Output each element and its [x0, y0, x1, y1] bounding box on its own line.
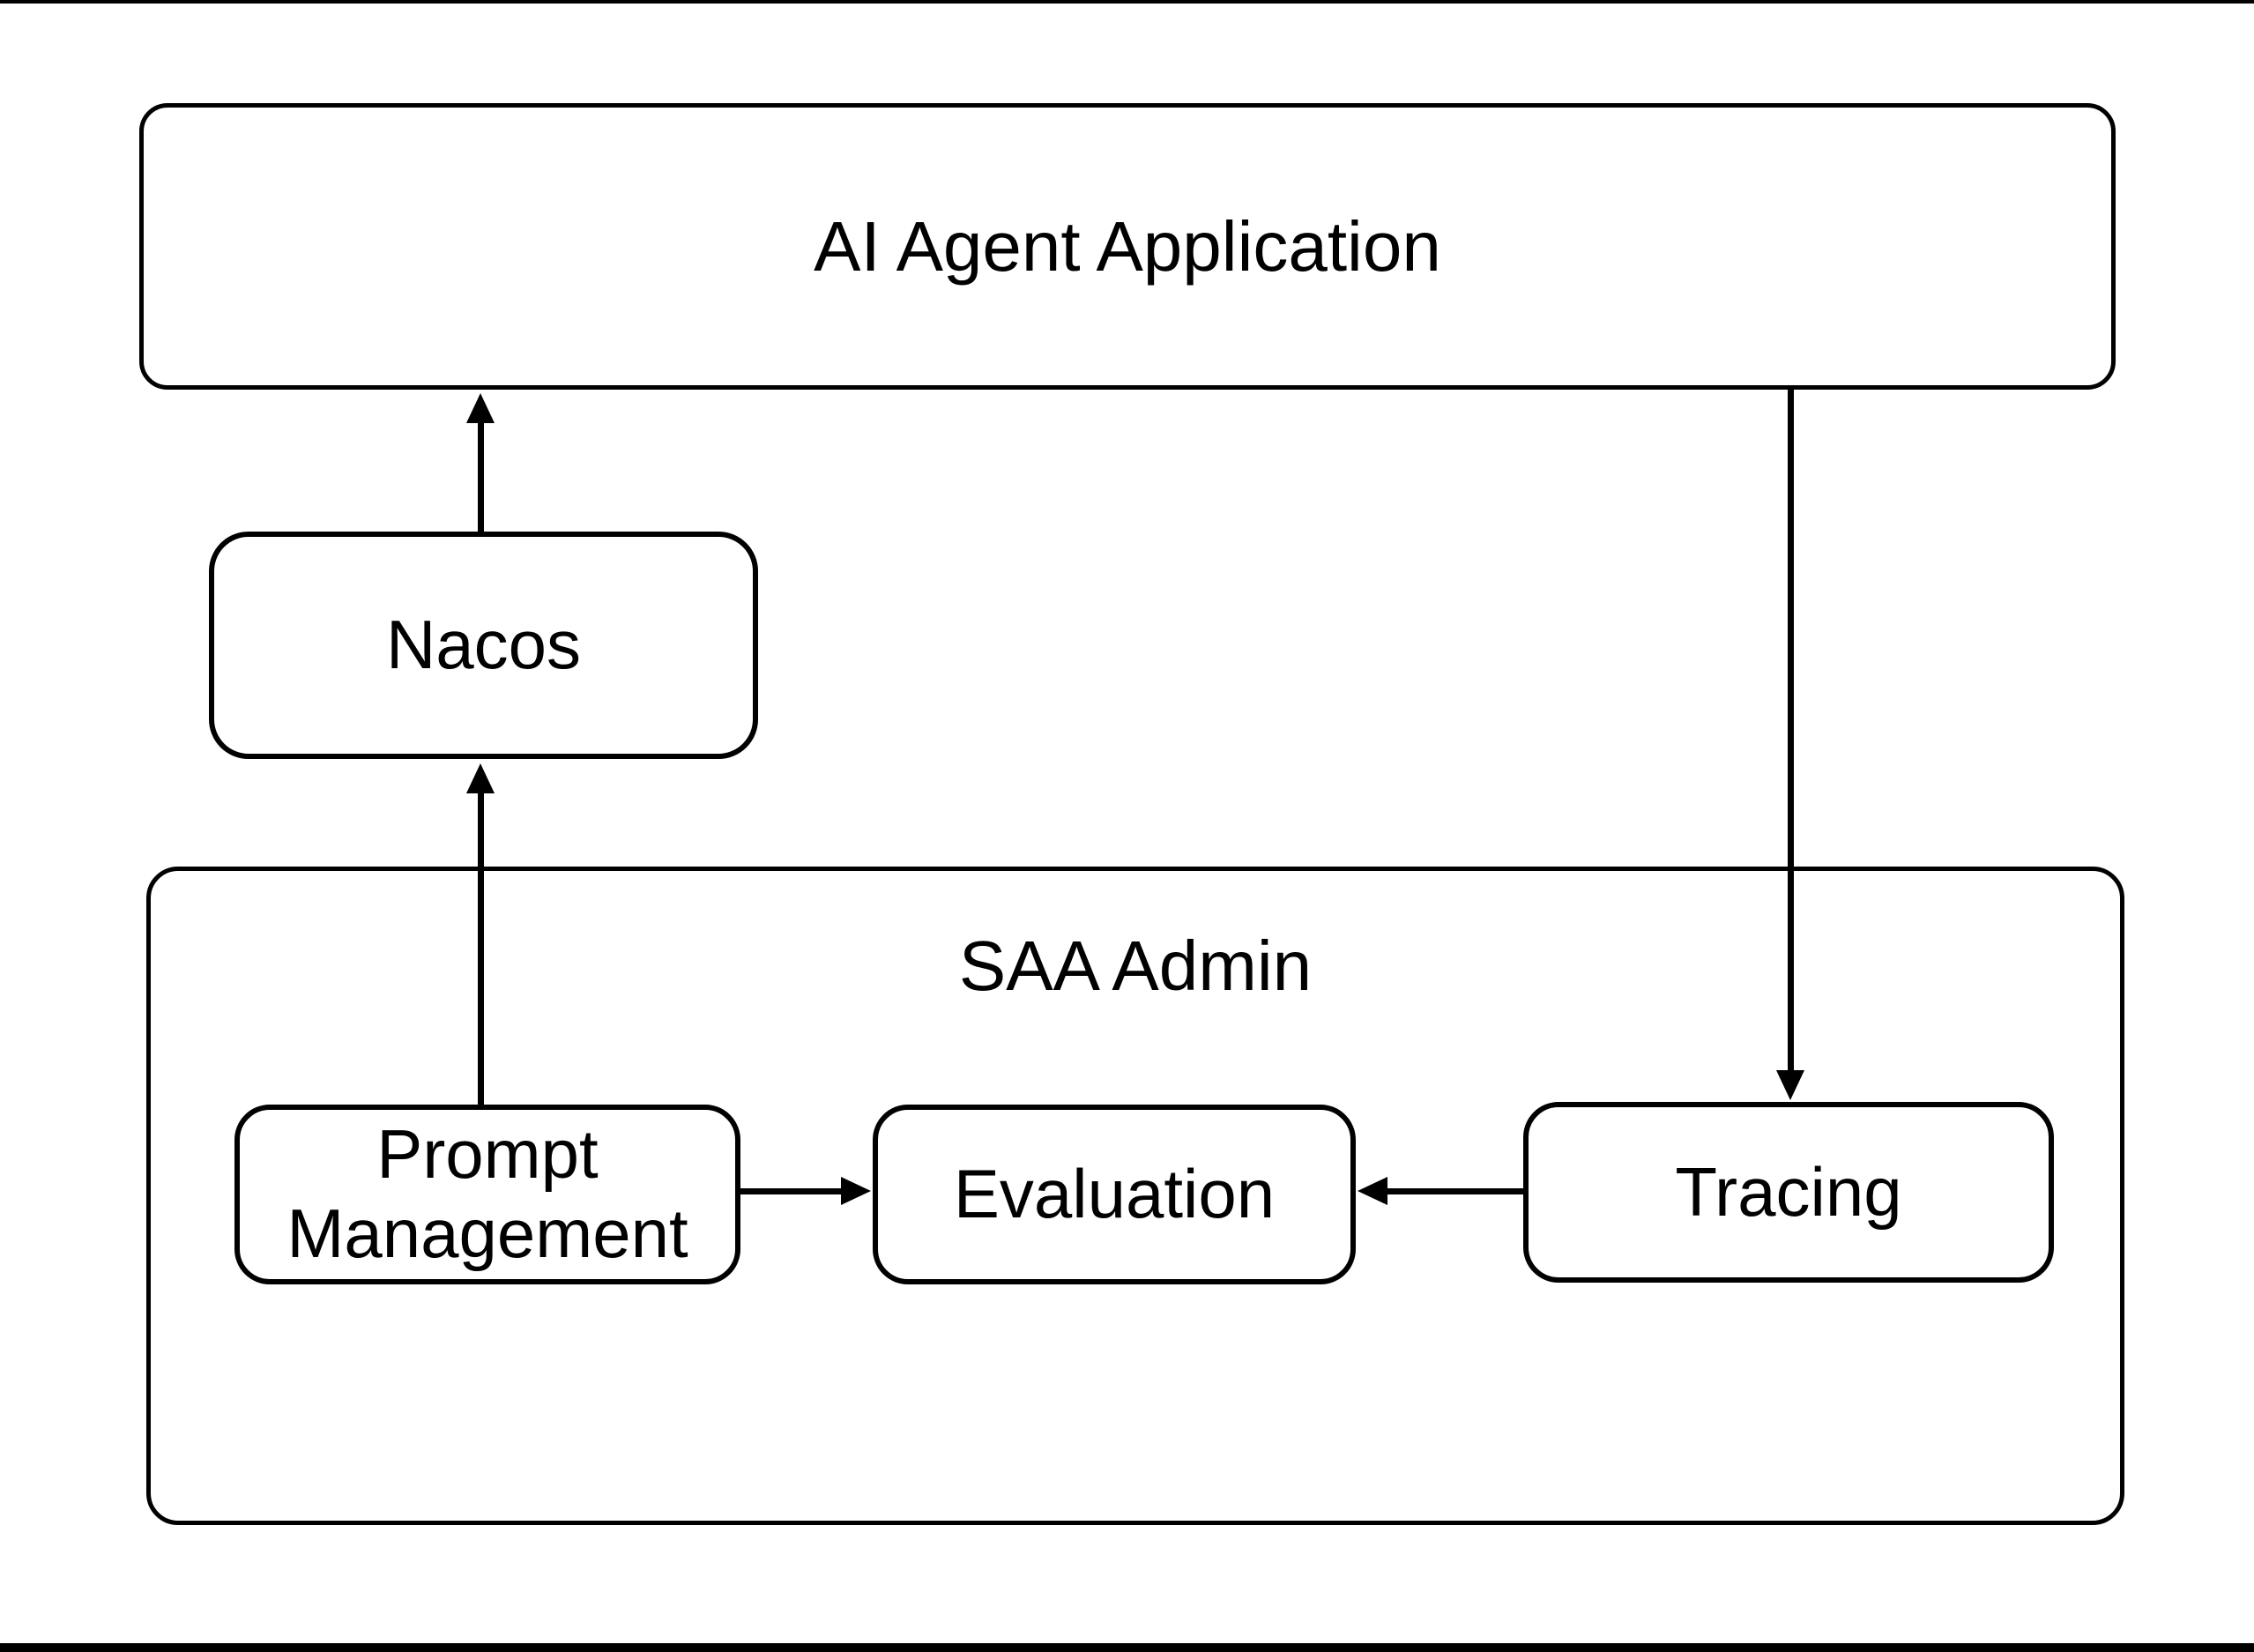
edge-prompt-management-to-evaluation-arrowhead-icon	[841, 1177, 871, 1205]
edge-prompt-management-to-nacos-arrowhead-icon	[466, 763, 495, 793]
edge-nacos-to-ai-agent-arrowhead-icon	[466, 393, 495, 423]
edge-tracing-to-evaluation-shaft	[1386, 1188, 1525, 1194]
edge-ai-agent-to-tracing-arrowhead-icon	[1776, 1070, 1804, 1100]
edge-prompt-management-to-nacos-shaft	[478, 792, 484, 1106]
top-border-line	[0, 0, 2254, 4]
node-prompt-management: Prompt Management	[234, 1105, 740, 1284]
node-tracing: Tracing	[1523, 1102, 2054, 1283]
edge-nacos-to-ai-agent-shaft	[478, 421, 484, 533]
edge-ai-agent-to-tracing-shaft	[1788, 388, 1794, 1072]
edge-prompt-management-to-evaluation-shaft	[739, 1188, 844, 1194]
bottom-border-bar	[0, 1643, 2254, 1652]
node-nacos: Nacos	[209, 532, 758, 759]
node-label-ai-agent-application: AI Agent Application	[814, 206, 1441, 286]
node-ai-agent-application: AI Agent Application	[139, 103, 2116, 390]
node-label-tracing: Tracing	[1675, 1152, 1902, 1231]
node-label-evaluation: Evaluation	[953, 1155, 1276, 1233]
container-label-saa-admin: SAA Admin	[958, 926, 1313, 1005]
node-label-prompt-management: Prompt Management	[286, 1115, 688, 1272]
node-label-nacos: Nacos	[385, 606, 582, 684]
node-evaluation: Evaluation	[873, 1105, 1356, 1284]
edge-tracing-to-evaluation-arrowhead-icon	[1358, 1177, 1387, 1205]
